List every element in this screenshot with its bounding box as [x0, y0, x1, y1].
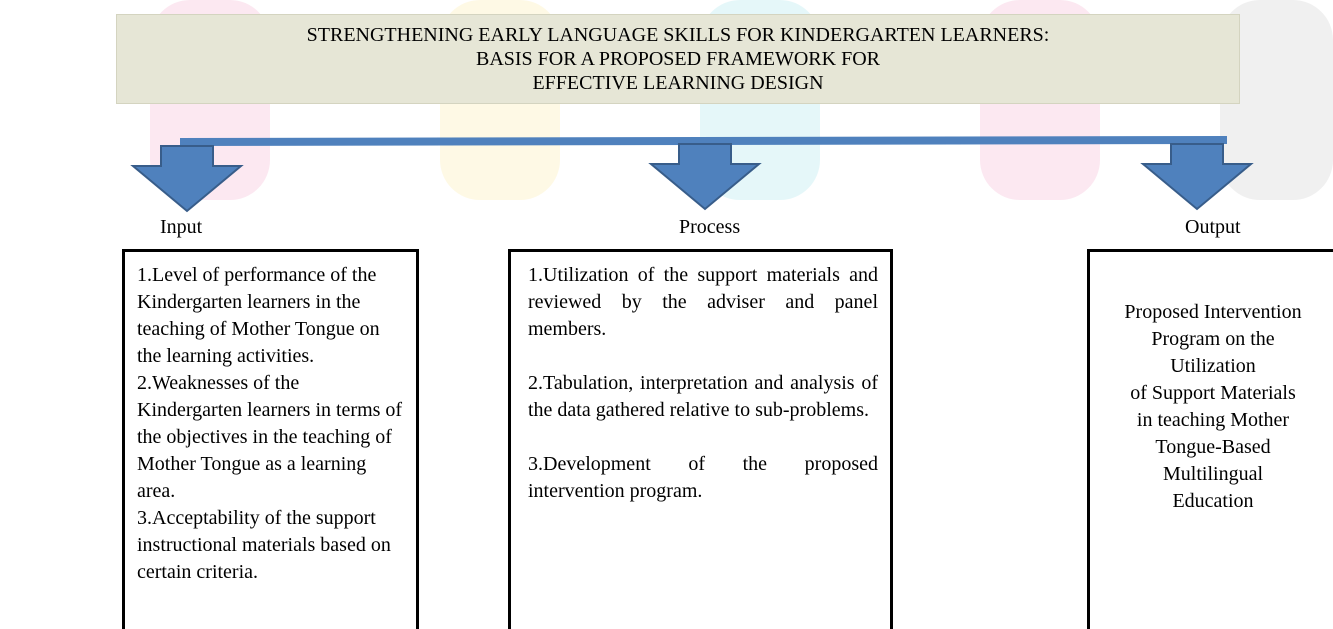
input-arrow	[130, 145, 244, 213]
process-label: Process	[679, 216, 741, 238]
title-line-1: STRENGTHENING EARLY LANGUAGE SKILLS FOR …	[306, 24, 1050, 46]
input-label: Input	[160, 216, 203, 238]
diagram-title: STRENGTHENING EARLY LANGUAGE SKILLS FOR …	[116, 14, 1240, 104]
output-label: Output	[1185, 216, 1241, 238]
input-item: 2.Weaknesses of the Kindergarten learner…	[137, 372, 403, 502]
output-line: Proposed Intervention	[1124, 301, 1302, 323]
input-item: 3.Acceptability of the support instructi…	[137, 507, 391, 583]
input-item: 1.Level of performance of the Kindergart…	[137, 264, 380, 367]
title-line-2: BASIS FOR A PROPOSED FRAMEWORK FOR	[475, 48, 880, 70]
process-item: 2.Tabulation, interpretation and analysi…	[528, 372, 878, 421]
title-line-3: EFFECTIVE LEARNING DESIGN	[532, 72, 824, 94]
process-item: 3.Development of the proposed interventi…	[528, 453, 878, 502]
process-arrow	[648, 143, 762, 211]
output-line: Utilization	[1170, 355, 1256, 377]
connector-line	[179, 136, 1228, 146]
output-line: Tongue-Based	[1155, 436, 1271, 458]
output-box: Proposed Intervention Program on the Uti…	[1087, 249, 1333, 629]
process-item: 1.Utilization of the support materials a…	[528, 264, 878, 340]
output-arrow	[1140, 143, 1254, 211]
input-box: 1.Level of performance of the Kindergart…	[122, 249, 419, 629]
output-line: Program on the	[1151, 328, 1275, 350]
output-line: Multilingual	[1163, 463, 1263, 485]
output-line: of Support Materials	[1130, 382, 1296, 404]
output-line: in teaching Mother	[1136, 409, 1290, 431]
process-box: 1.Utilization of the support materials a…	[508, 249, 893, 629]
output-line: Education	[1172, 490, 1254, 512]
flow-connector	[130, 136, 1254, 213]
